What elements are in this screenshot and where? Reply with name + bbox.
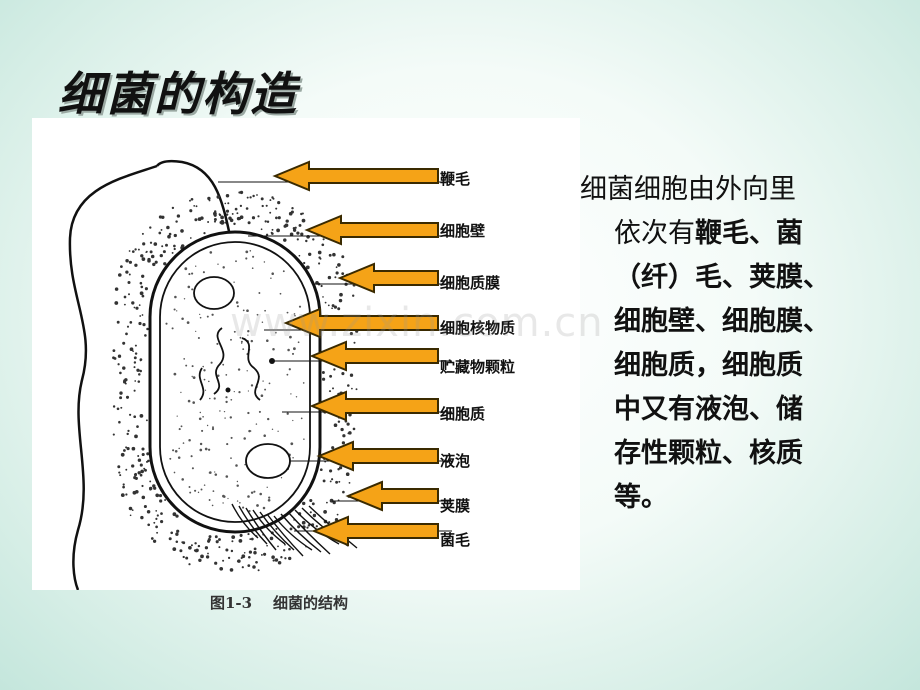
orange-arrow-1 [272, 160, 439, 192]
label-flagellum: 鞭毛 [440, 170, 471, 188]
nucleoid-squiggle [198, 327, 261, 401]
top-flagellum [156, 159, 232, 237]
vacuole-top [193, 276, 235, 310]
description-line-2: 依次有鞭毛、菌 [580, 212, 880, 256]
label-nucleoid: 细胞核物质 [440, 319, 516, 337]
description-line-2b: 鞭毛、菌 [695, 218, 803, 249]
orange-arrow-3 [337, 262, 439, 294]
label-capsule: 荚膜 [440, 497, 471, 515]
slide-title: 细菌的构造 [58, 67, 298, 121]
orange-arrow-6 [309, 390, 439, 422]
description-line-2a: 依次有 [614, 218, 695, 249]
label-cell-membrane: 细胞质膜 [440, 274, 501, 292]
label-vacuole: 液泡 [440, 452, 471, 470]
description-text: 细菌细胞由外向里 依次有鞭毛、菌 （纤）毛、荚膜、 细胞壁、细胞膜、 细胞质，细… [580, 168, 880, 520]
description-line-8: 等。 [614, 482, 668, 513]
orange-arrow-5 [309, 340, 439, 372]
description-line-3: （纤）毛、荚膜、 [614, 262, 830, 293]
long-flagellum [68, 164, 158, 590]
vacuole-bottom [245, 443, 291, 479]
description-line-1: 细菌细胞由外向里 [580, 174, 796, 205]
description-line-5: 细胞质，细胞质 [614, 350, 803, 381]
cell-wall-outline [148, 230, 322, 534]
label-cell-wall: 细胞壁 [440, 222, 486, 240]
orange-arrow-7 [316, 440, 439, 472]
label-pili: 菌毛 [440, 531, 471, 549]
storage-granule-dot-2 [225, 387, 231, 393]
bacteria-diagram [68, 159, 452, 590]
description-line-7: 存性颗粒、核质 [614, 438, 803, 469]
pili-lines [231, 503, 358, 557]
description-line-6: 中又有液泡、储 [614, 394, 803, 425]
orange-arrow-2 [304, 214, 439, 246]
figure-caption: 图1-3 细菌的结构 [210, 594, 348, 612]
description-line-4: 细胞壁、细胞膜、 [614, 306, 830, 337]
bacteria-structure-figure: 鞭毛 细胞壁 细胞质膜 细胞核物质 贮藏物颗粒 细胞质 液泡 荚膜 菌毛 [32, 118, 580, 590]
orange-arrow-9 [311, 515, 439, 547]
label-cytoplasm: 细胞质 [440, 405, 486, 423]
orange-arrow-8 [345, 480, 439, 512]
label-storage-granule: 贮藏物颗粒 [440, 358, 516, 376]
label-arrows [272, 160, 439, 547]
cell-membrane-outline [159, 241, 311, 523]
orange-arrow-4 [283, 307, 439, 339]
